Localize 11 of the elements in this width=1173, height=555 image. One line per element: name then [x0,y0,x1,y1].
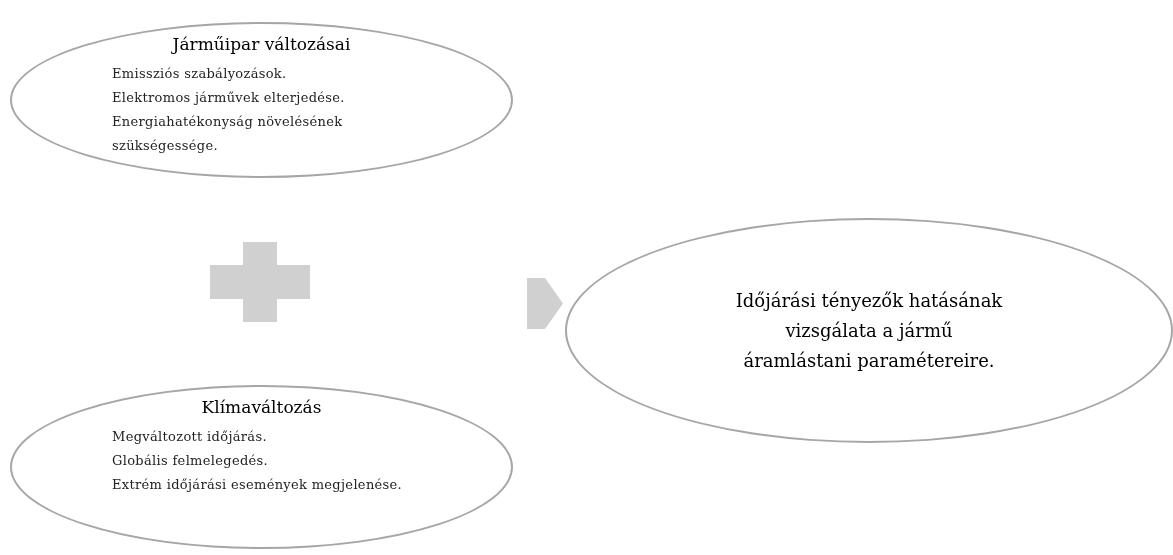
bullet-text: Globális felmelegedés. [112,452,270,470]
block-arrow [527,278,563,329]
bullet-text: Emissziós szabályozások. [112,65,288,83]
bullet-text: Energiahatékonyság növelésének szükségessége. [112,113,344,155]
ellipse-heading: Járműipar változásai [170,33,352,56]
result-text: Időjárási tényezők hatásának vizsgálata a jármű áramlástani paramétereire. [734,288,1004,373]
bullet-text: Elektromos járművek elterjedése. [112,89,346,107]
bullet-text: Extrém időjárási események megjelenése. [112,476,404,494]
cross-shape [210,242,310,322]
ellipse-heading: Klímaváltozás [200,396,323,419]
bullet-text: Megváltozott időjárás. [112,428,268,446]
